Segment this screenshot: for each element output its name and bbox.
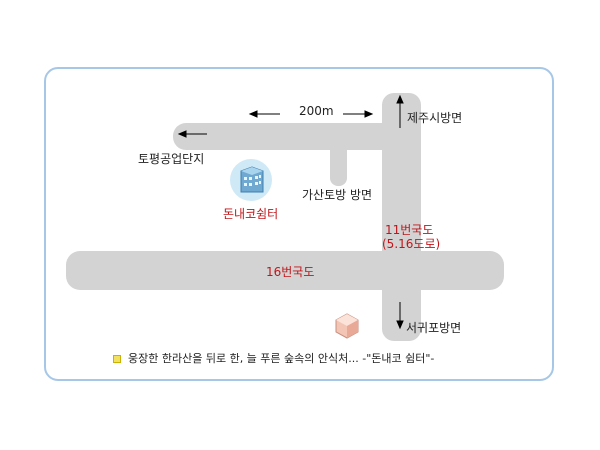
caption-text: 웅장한 한라산을 뒤로 한, 늘 푸른 숲속의 안식처... -"돈내코 쉼터"… bbox=[128, 352, 435, 365]
label-topyeong: 토평공업단지 bbox=[138, 152, 205, 166]
label-route11-line2: (5.16도로) bbox=[382, 237, 441, 251]
road-top-horizontal bbox=[173, 123, 421, 150]
arrow-right-icon bbox=[343, 110, 374, 118]
road-route16 bbox=[66, 251, 504, 290]
arrow-left-icon bbox=[177, 130, 207, 138]
marker-cube-icon bbox=[335, 313, 359, 339]
road-gasan-branch bbox=[330, 140, 347, 186]
building-icon bbox=[230, 159, 272, 201]
arrow-down-icon bbox=[396, 302, 404, 330]
label-gasan: 가산토방 방면 bbox=[302, 188, 373, 202]
label-route11-line1: 11번국도 bbox=[385, 223, 434, 237]
arrow-left-icon bbox=[248, 110, 280, 118]
map-frame bbox=[44, 67, 554, 381]
label-shelter: 돈내코쉼터 bbox=[223, 207, 279, 221]
arrow-up-icon bbox=[396, 94, 404, 128]
label-jeju-city: 제주시방면 bbox=[407, 111, 463, 125]
label-seogwipo: 서귀포방면 bbox=[406, 321, 462, 335]
road-route11 bbox=[382, 93, 421, 341]
bullet-icon bbox=[113, 355, 121, 363]
distance-label: 200m bbox=[299, 104, 334, 118]
label-route16: 16번국도 bbox=[266, 265, 315, 279]
